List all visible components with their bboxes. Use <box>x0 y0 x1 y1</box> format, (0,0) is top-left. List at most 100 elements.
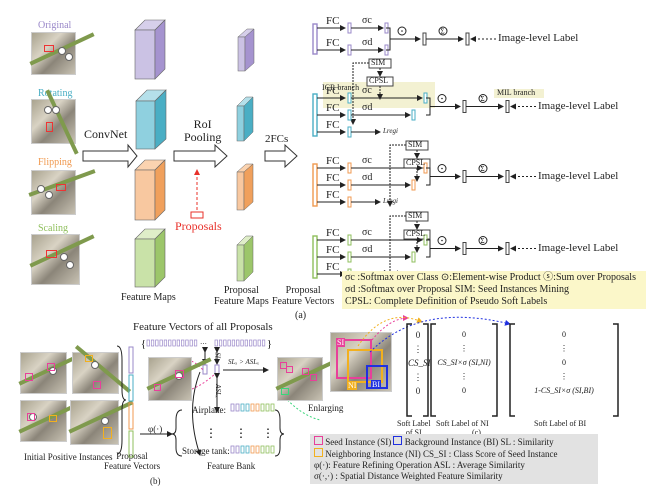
si-swatch-icon <box>314 436 323 445</box>
si-vec-1: ⋮ <box>413 344 423 354</box>
candidate-vector-2 <box>214 364 220 375</box>
initial-positive-instances-label: Initial Positive Instances <box>24 452 113 462</box>
stream-3-fc-vector-0 <box>347 234 352 246</box>
proposal-feature-cell <box>236 339 240 347</box>
input-image-original <box>29 32 95 75</box>
brace-open: { <box>141 339 146 350</box>
instance-image-2 <box>72 344 132 394</box>
ni-vec-1: ⋮ <box>460 344 468 353</box>
legend-si: Seed Instance (SI) <box>325 437 392 447</box>
image-level-label: Image-level Label <box>538 99 619 112</box>
sigma-c-label: σc <box>362 155 372 166</box>
sl-label: SLₓ <box>213 352 222 362</box>
stream-2-sigma-vector-1 <box>411 179 416 191</box>
stream-1-image-score-vector <box>505 100 510 113</box>
fc-label: FC <box>326 102 340 114</box>
feature-vectors-all-label: Feature Vectors of all Proposals <box>133 321 273 333</box>
proposal-feature-cell <box>146 339 150 347</box>
si-vec-2: CS_SI <box>408 358 431 368</box>
sim-to-lreg-arrow <box>387 144 406 207</box>
stream-1-input-vector <box>312 93 318 137</box>
stream-2-image-score-vector <box>505 170 510 183</box>
soft-label-bi-vector: 0 ⋮ 0 ⋮ 1-CS_SI×σ (SI,BI) <box>512 328 616 398</box>
legend-b: Seed Instance (SI) Background Instance (… <box>310 434 598 484</box>
stream-1-fc-vector-2 <box>347 126 352 138</box>
element-wise-product-dot <box>441 97 443 100</box>
bi-tag: BI <box>371 380 381 389</box>
pfm-line2: Feature Maps <box>214 296 269 307</box>
stream-1-fc-vector-1 <box>347 109 352 121</box>
feature-map-rotating <box>135 89 167 150</box>
sigma-c-label: σc <box>362 227 372 238</box>
vector-green <box>128 430 134 458</box>
bi-swatch-icon <box>393 436 403 445</box>
stream-0-image-score-vector <box>465 32 470 46</box>
proposal-feature-cell <box>159 339 163 347</box>
proposal-feature-cell <box>185 339 189 347</box>
fc-label: FC <box>326 155 340 167</box>
si-cap-2: of SI <box>405 428 422 437</box>
input-label-original: Original <box>38 20 72 31</box>
feature-map-original <box>134 19 166 80</box>
stream-0-input-vector <box>312 23 318 55</box>
caption-b: (b) <box>150 476 161 486</box>
convnet-label: ConvNet <box>84 127 128 141</box>
bank-dots-3: ⋮ <box>262 426 274 440</box>
fc-label: FC <box>326 189 340 201</box>
instance-image-4 <box>68 400 134 445</box>
fcs-arrow <box>264 143 298 169</box>
proposal-feature-cell <box>163 339 168 347</box>
bracket-bi-left <box>509 323 515 417</box>
si-cap-1: Soft Label <box>397 419 431 428</box>
proposal-feature-cell <box>155 339 159 347</box>
bank-feature-cell <box>245 445 250 454</box>
bank-feature-cell <box>250 403 255 412</box>
l-regi-label: Lregi <box>383 127 398 135</box>
si-soft-label-arrow <box>371 315 409 341</box>
fcs-label: 2FCs <box>265 133 289 145</box>
ni-swatch-icon <box>314 448 323 457</box>
element-wise-product-icon <box>397 26 407 36</box>
stream-3-sigma-vector-1 <box>411 251 416 263</box>
cpsl-label: CPSL <box>406 229 426 238</box>
stream-3-input-vector <box>312 235 318 279</box>
mil-branch-highlight <box>494 89 544 98</box>
fc-label: FC <box>326 15 340 27</box>
proposal-box-icon <box>190 211 204 219</box>
proposal-feature-cell <box>231 339 236 347</box>
stream-3-fc-vector-1 <box>347 251 352 263</box>
sim-label: SIM <box>408 140 423 149</box>
asl-label: ASLₓ <box>213 384 222 398</box>
sum-symbol: Σ <box>481 95 485 103</box>
bi-vec-3: ⋮ <box>560 372 568 381</box>
vector-orange <box>128 402 134 430</box>
enlarging-label: Enlarging <box>308 403 344 413</box>
caption-a: (a) <box>295 310 307 321</box>
soft-label-si-vector: 0 ⋮ CS_SI ⋮ 0 <box>408 328 431 398</box>
bank-query-arrow <box>192 371 202 456</box>
bank-brace-left <box>171 409 183 457</box>
roi-label-line2: Pooling <box>184 130 222 144</box>
bank-feature-cell <box>270 403 275 412</box>
proposal-feature-cell <box>193 339 198 347</box>
sim-label: SIM <box>371 58 386 67</box>
si-vec-4: 0 <box>415 386 421 396</box>
bi-vec-2: 0 <box>562 358 566 367</box>
legend-ni: Neighboring Instance (NI) <box>325 449 421 459</box>
proposals-label: Proposals <box>175 219 222 233</box>
sum-over-proposals-icon <box>478 164 488 173</box>
element-wise-product-icon <box>437 236 447 245</box>
stream-0-fc-vector-0 <box>347 22 352 34</box>
pfv-line1: Proposal <box>285 285 321 296</box>
fc-label: FC <box>326 261 340 273</box>
stream-3-score-vector <box>462 242 467 255</box>
sum-symbol: Σ <box>441 28 445 36</box>
sigma-d-label: σd <box>362 37 373 48</box>
proposal-feature-cell <box>172 339 176 347</box>
legend-a-line3: CPSL: Complete Definition of Pseudo Soft… <box>345 296 548 307</box>
proposal-feature-cell <box>257 339 261 347</box>
